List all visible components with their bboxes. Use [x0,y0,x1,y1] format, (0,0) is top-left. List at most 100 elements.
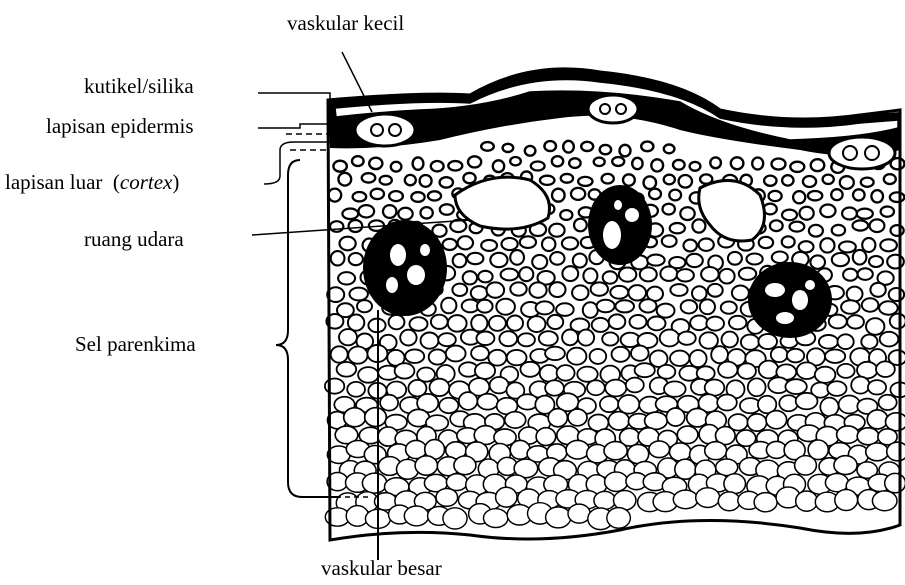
parenkim-cell [840,176,854,189]
parenkim-cell [722,332,738,348]
parenkim-cell [880,239,897,251]
large-vascular-3 [748,262,832,338]
parenkim-cell [383,205,396,218]
parenkim-cell [583,302,598,318]
parenkim-cell [352,156,364,166]
parenkim-cell [820,398,838,417]
parenkim-cell [452,284,467,296]
air-space-1 [455,177,550,229]
parenkim-cell [853,250,867,265]
parenkim-cell [866,318,884,335]
parenkim-cell [758,334,777,349]
parenkim-cell [890,192,905,202]
parenkim-cell [358,367,378,383]
parenkim-cell [463,271,477,284]
parenkim-cell [618,395,639,414]
parenkim-cell [568,409,587,426]
parenkim-cell [658,365,676,379]
parenkim-cell [510,157,521,165]
parenkim-cell [572,285,588,300]
parenkim-cell [684,240,697,252]
parenkim-cell [710,157,721,168]
parenkim-cell [471,346,489,360]
parenkim-cell [809,225,823,237]
parenkim-cell [602,174,614,184]
parenkim-cell [832,225,845,236]
parenkim-cell [549,224,564,237]
parenkim-cell [489,316,506,331]
parenkim-cell [843,269,857,281]
parenkim-cell [678,332,696,345]
parenkim-cell [560,210,572,220]
parenkim-cell [862,298,879,311]
parenkim-cell [443,508,467,529]
parenkim-cell [717,395,737,411]
parenkim-cell [612,347,630,362]
parenkim-cell [837,426,859,443]
parenkim-cell [607,508,631,529]
parenkim-cell [648,317,666,331]
parenkim-cell [771,347,788,362]
parenkim-cell [569,158,580,168]
parenkim-cell [431,161,444,171]
parenkim-cell [581,142,593,151]
parenkim-cell [808,191,822,200]
parenkim-cell [587,380,605,395]
parenkim-cell [448,315,467,332]
parenkim-cell [429,349,447,364]
parenkim-cell [520,362,539,377]
parenkim-cell [478,271,492,283]
parenkim-cell [331,346,348,362]
parenkim-cell [362,173,376,182]
parenkim-cell [566,440,589,459]
parenkim-cell [766,411,787,429]
parenkim-cell [567,348,586,365]
parenkim-cell [605,380,626,397]
parenkim-cell [832,253,849,266]
parenkim-cell [686,254,703,267]
parenkim-cell [700,299,715,314]
label-lapisan-luar-text: lapisan luar [5,170,102,194]
parenkim-cell [787,349,804,363]
parenkim-cell [557,365,575,381]
parenkim-cell [847,315,864,328]
parenkim-cell [790,222,805,232]
parenkim-cell [820,205,835,218]
parenkim-cell [520,236,536,248]
parenkim-cell [496,487,517,507]
parenkim-cell [889,288,904,301]
parenkim-cell [362,473,386,493]
parenkim-cell [436,489,458,507]
parenkim-cell [839,241,856,252]
parenkim-cell [857,209,873,219]
leader-cortex [264,142,330,184]
parenkim-cell [673,160,685,170]
parenkim-cell [632,158,642,169]
parenkim-cell [405,349,424,363]
parenkim-cell [869,256,883,267]
parenkim-cell [549,282,565,297]
parenkim-cell [827,381,846,396]
parenkim-cell [664,381,686,396]
parenkim-cell [628,285,646,300]
parenkim-cell [772,159,786,170]
parenkim-cell [770,220,783,231]
leader-epidermis [258,124,335,128]
parenkim-cell [662,235,677,247]
parenkim-cell [879,395,897,410]
parenkim-cell [428,191,441,200]
parenkim-cell [876,361,895,377]
parenkim-cell [338,173,351,186]
parenkim-cell [542,237,555,251]
parenkim-cell [502,238,518,250]
parenkim-cell [540,365,559,382]
parenkim-cell [574,219,587,232]
large-vascular-1 [363,220,447,316]
parenkim-cell [706,317,724,331]
parenkim-cell [819,335,838,349]
parenkim-cell [699,239,714,251]
parenkim-cell [623,174,635,185]
label-sel-parenkima: Sel parenkima [75,334,196,355]
parenkim-cell [842,208,857,220]
parenkim-cell [477,394,498,410]
